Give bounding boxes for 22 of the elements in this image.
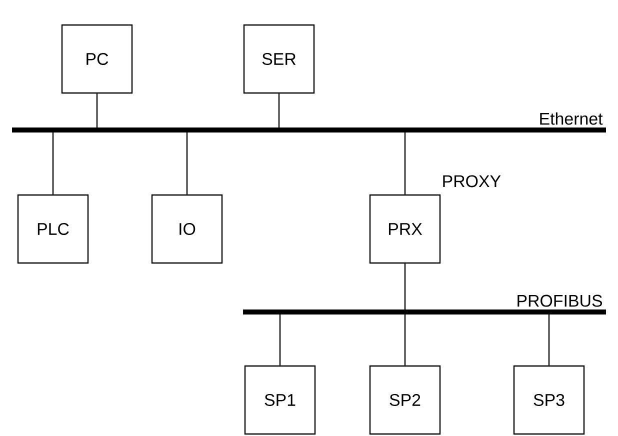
connector-line: [279, 312, 281, 366]
connector-line: [548, 312, 550, 366]
bus-bar: [12, 128, 606, 132]
bus-bar: [243, 310, 606, 314]
device-box: PC: [61, 24, 133, 94]
connector-line: [96, 94, 98, 130]
device-box: SP2: [369, 365, 441, 435]
bus-label: Ethernet: [540, 112, 603, 125]
connector-line: [404, 130, 406, 194]
device-box: SER: [243, 24, 315, 94]
node-caption: PROXY: [443, 175, 501, 188]
device-box: SP1: [244, 365, 316, 435]
connector-line: [404, 312, 406, 366]
connector-line: [278, 94, 280, 130]
device-box: SP3: [513, 365, 585, 435]
device-box: PLC: [17, 194, 89, 264]
connector-line: [186, 130, 188, 194]
connector-line: [404, 264, 406, 312]
device-box: PRX: [369, 194, 441, 264]
bus-label: PROFIBUS: [518, 294, 602, 307]
connector-line: [52, 130, 54, 194]
device-box: IO: [151, 194, 223, 264]
